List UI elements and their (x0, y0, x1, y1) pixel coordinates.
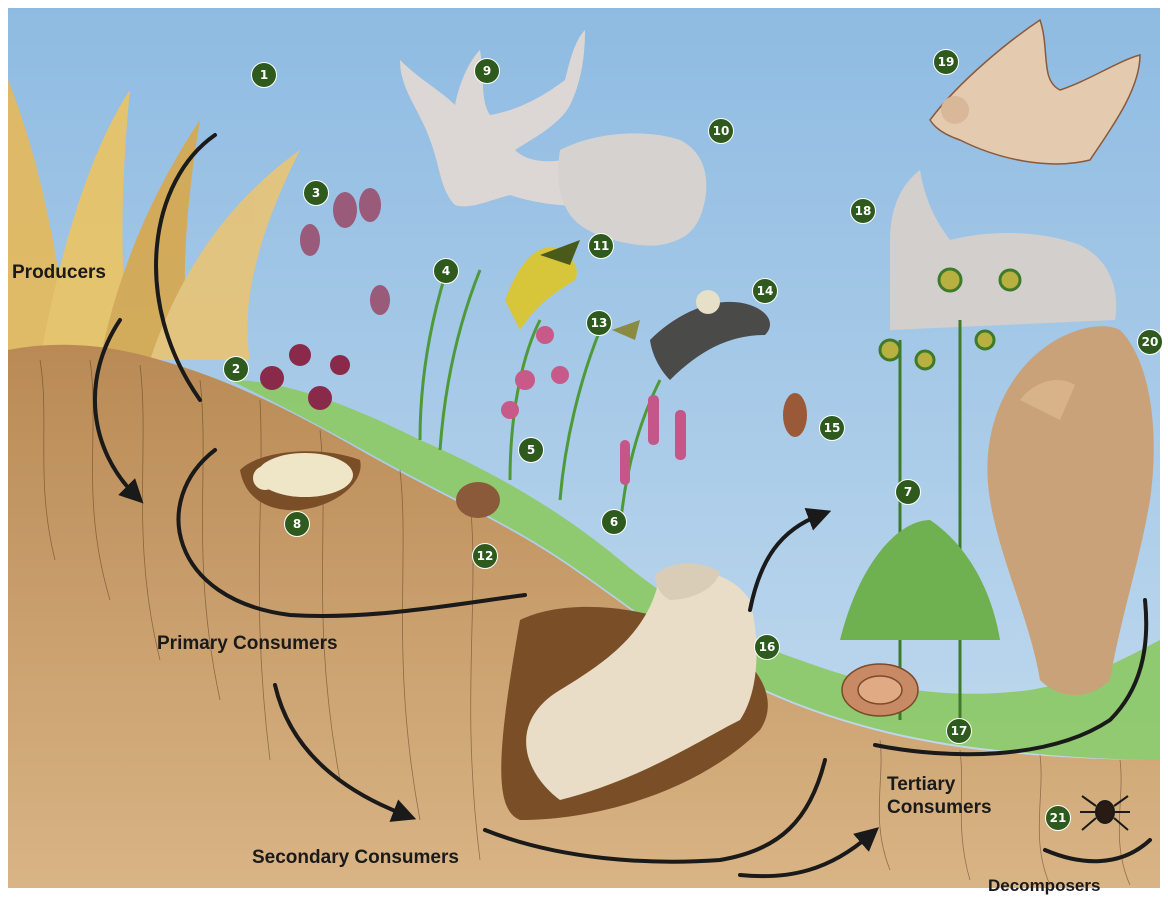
label-tertiary-line1: Tertiary (887, 773, 992, 796)
label-secondary-consumers: Secondary Consumers (252, 847, 459, 869)
badge-15: 15 (819, 415, 845, 441)
badge-11: 11 (588, 233, 614, 259)
badge-4: 4 (433, 258, 459, 284)
badge-21: 21 (1045, 805, 1071, 831)
badge-6: 6 (601, 509, 627, 535)
badge-14: 14 (752, 278, 778, 304)
badge-3: 3 (303, 180, 329, 206)
badge-7: 7 (895, 479, 921, 505)
label-tertiary-line2: Consumers (887, 796, 992, 819)
label-tertiary-consumers: Tertiary Consumers (887, 773, 992, 819)
badge-8: 8 (284, 511, 310, 537)
badge-12: 12 (472, 543, 498, 569)
label-producers: Producers (12, 262, 106, 284)
vole-icon (456, 482, 500, 518)
badge-19: 19 (933, 49, 959, 75)
badge-18: 18 (850, 198, 876, 224)
snake-icon (842, 664, 918, 716)
badge-16: 16 (754, 634, 780, 660)
badge-17: 17 (946, 718, 972, 744)
label-decomposers: Decomposers (988, 876, 1100, 896)
label-primary-consumers: Primary Consumers (157, 633, 338, 655)
badge-5: 5 (518, 437, 544, 463)
badge-20: 20 (1137, 329, 1163, 355)
badge-1: 1 (251, 62, 277, 88)
badge-2: 2 (223, 356, 249, 382)
badge-13: 13 (586, 310, 612, 336)
mouse-icon (783, 393, 807, 437)
badge-9: 9 (474, 58, 500, 84)
badge-10: 10 (708, 118, 734, 144)
